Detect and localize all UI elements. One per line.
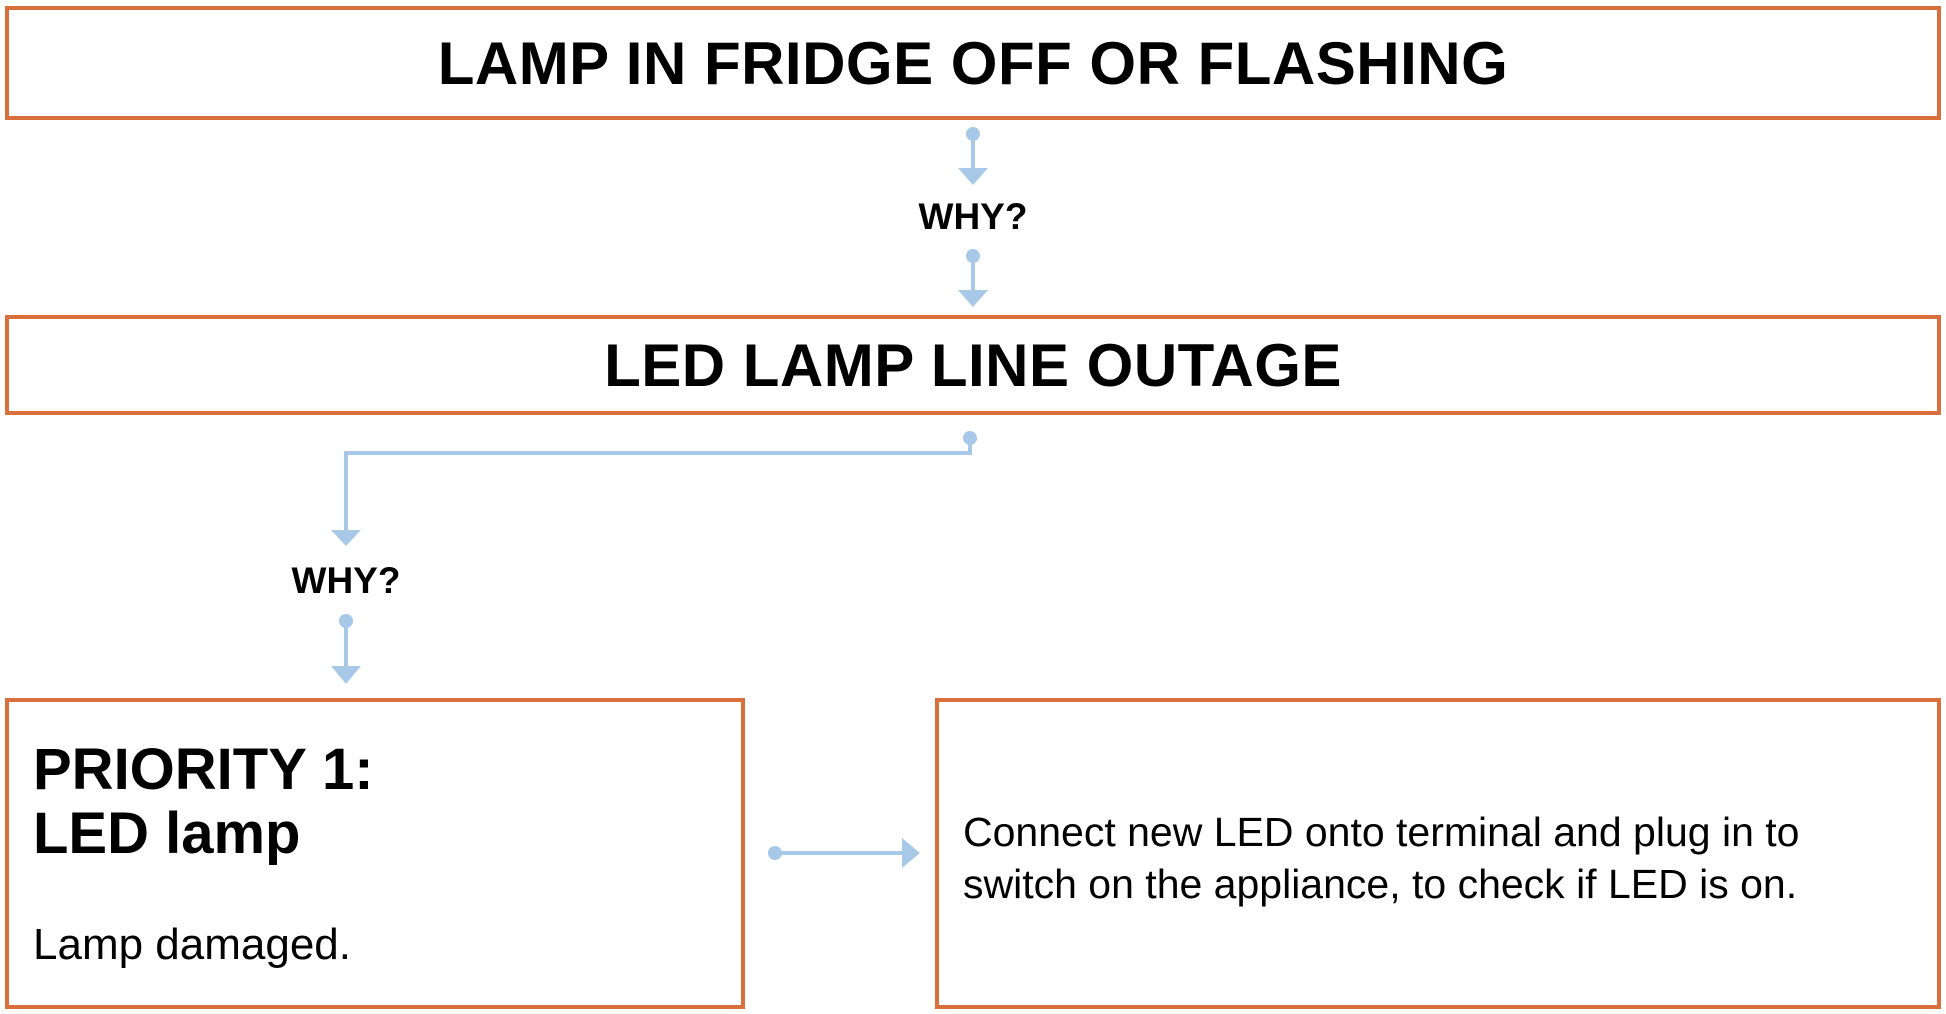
connector-elbow [331, 431, 977, 546]
connector-top-1 [958, 127, 988, 185]
problem-box: LAMP IN FRIDGE OFF OR FLASHING [5, 6, 1941, 120]
solution-text: Connect new LED onto terminal and plug i… [963, 806, 1883, 910]
why-label-2: WHY? [291, 560, 401, 601]
connector-horizontal [768, 838, 920, 868]
priority-box: PRIORITY 1: LED lamp Lamp damaged. [5, 698, 745, 1009]
priority-description: Lamp damaged. [33, 920, 351, 969]
solution-line1: Connect new LED onto terminal and plug i… [963, 809, 1800, 855]
cause-box: LED LAMP LINE OUTAGE [5, 315, 1941, 415]
problem-title: LAMP IN FRIDGE OFF OR FLASHING [437, 29, 1509, 97]
why-label-1: WHY? [918, 196, 1028, 237]
solution-box: Connect new LED onto terminal and plug i… [935, 698, 1941, 1009]
connector-top-2 [958, 249, 988, 307]
cause-title: LED LAMP LINE OUTAGE [604, 331, 1342, 399]
connector-mid [331, 614, 361, 684]
priority-title: PRIORITY 1: LED lamp [33, 738, 374, 866]
priority-title-line2: LED lamp [33, 801, 301, 866]
solution-line2: switch on the appliance, to check if LED… [963, 861, 1798, 907]
priority-title-line1: PRIORITY 1: [33, 737, 374, 802]
